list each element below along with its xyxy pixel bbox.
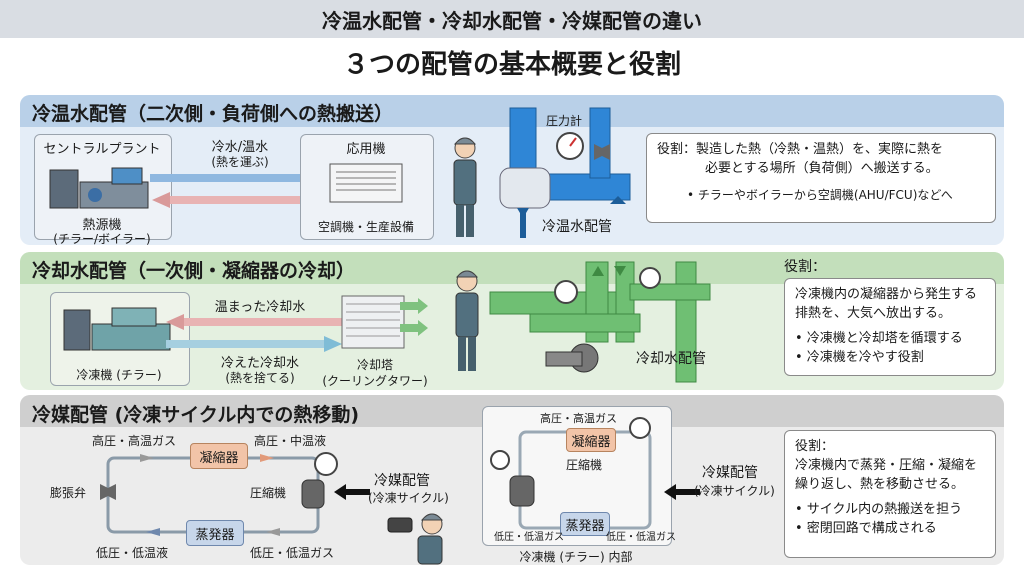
inner-evaporator-box: 蒸発器: [560, 512, 610, 536]
chilled-hot-role-line1: 役割：製造した熱（冷熱・温熱）を、実際に熱を: [657, 142, 944, 157]
chilled-hot-role-line2: 必要とする場所（負荷側）へ搬送する。: [705, 161, 939, 176]
chilled-hot-title: 冷温水配管（二次側・負荷側への熱搬送）: [32, 103, 394, 125]
chilled-hot-flow-sub: (熱を運ぶ): [211, 155, 269, 169]
worker3-icon: [387, 513, 444, 565]
refrigerant-role-bullet1: • サイクル内の熱搬送を担う: [795, 502, 963, 517]
evaporator-box: 蒸発器: [186, 520, 244, 546]
cooling-pipe-diagram: [489, 261, 711, 383]
chilled-hot-pipe-diagram: [499, 107, 631, 238]
expansion-valve-label: 膨張弁: [50, 486, 87, 500]
compressor-label: 圧縮機: [250, 486, 287, 500]
cooling-tower-sub: (クーリングタワー): [322, 374, 428, 388]
inner-condenser-box: 凝縮器: [566, 428, 616, 452]
cooling-role-box: 冷凍機内の凝縮器から発生する 排熱を、大気へ放出する。 • 冷凍機と冷却塔を循環…: [784, 278, 996, 376]
cooling-flow-arrows: [166, 314, 342, 352]
chiller-label: 冷凍機 (チラー): [76, 368, 162, 382]
inner-condenser-label: 凝縮器: [571, 434, 611, 450]
refrigerant-pipe2-label: 冷媒配管: [702, 465, 758, 481]
inner-hp-gas-label: 高圧・高温ガス: [540, 412, 617, 425]
warm-water-label: 温まった冷却水: [214, 300, 306, 315]
cooling-role-line1: 冷凍機内の凝縮器から発生する: [795, 287, 978, 302]
heat-source-sub: (チラー/ボイラー): [53, 232, 151, 246]
page-title: ３つの配管の基本概要と役割: [342, 50, 681, 80]
refrigerant-pipe-label: 冷媒配管: [374, 473, 430, 489]
chiller-machine-icon: [63, 307, 171, 351]
compressor-icon: [301, 452, 338, 509]
cooling-role-bullet1: • 冷凍機と冷却塔を循環する: [795, 331, 963, 346]
cooling-pipe-label: 冷却水配管: [636, 351, 706, 367]
lp-low-gas-label: 低圧・低温ガス: [250, 546, 335, 560]
cooling-title: 冷却水配管（一次側・凝縮器の冷却）: [32, 260, 356, 282]
cold-water-sub: (熱を捨てる): [225, 371, 295, 385]
lp-low-liquid-label: 低圧・低温液: [96, 546, 169, 560]
cooling-role-line2: 排熱を、大気へ放出する。: [795, 306, 952, 321]
hp-hot-gas-label: 高圧・高温ガス: [92, 434, 177, 448]
hp-mid-liquid-label: 高圧・中温液: [254, 434, 327, 448]
evaporator-label: 蒸発器: [195, 527, 235, 543]
cooling-role-bullet2: • 冷凍機を冷やす役割: [795, 350, 924, 365]
condenser-box: 凝縮器: [190, 443, 248, 469]
pressure-gauge-label: 圧力計: [546, 114, 583, 128]
refrigerant-pipe2-sub: (冷凍サイクル): [694, 484, 775, 498]
worker-icon: [453, 137, 477, 237]
pointer-arrow2-icon: [664, 484, 700, 500]
chilled-hot-pipe-label: 冷温水配管: [542, 219, 612, 235]
cooling-role-head: 役割：: [784, 259, 826, 275]
central-plant-label: セントラルプラント: [43, 142, 161, 157]
cooling-tower-label: 冷却塔: [356, 358, 393, 372]
inner-caption: 冷凍機 (チラー) 内部: [519, 550, 633, 564]
heat-source-label: 熱源機: [82, 218, 122, 233]
refrigerant-title: 冷媒配管 (冷凍サイクル内での熱移動): [32, 404, 360, 426]
refrigerant-pipe-sub: (冷凍サイクル): [368, 491, 449, 505]
air-handler-icon: [329, 163, 403, 203]
condenser-label: 凝縮器: [199, 450, 239, 466]
refrigerant-role-bullet2: • 密閉回路で構成される: [795, 521, 937, 536]
refrigerant-role-box: 役割： 冷凍機内で蒸発・圧縮・凝縮を 繰り返し、熱を移動させる。 • サイクル内…: [784, 430, 996, 558]
apply-unit-box: [300, 134, 434, 240]
inner-lp-left-label: 低圧・低温ガス: [494, 532, 564, 543]
apply-unit-label: 応用機: [346, 142, 386, 157]
chilled-hot-role-bullet: • チラーやボイラーから空調機(AHU/FCU)などへ: [687, 188, 953, 202]
heat-source-machine-icon: [49, 167, 149, 209]
apply-unit-sub: 空調機・生産設備: [317, 220, 414, 234]
inner-compressor-label: 圧縮機: [566, 458, 603, 472]
refrigerant-role-head: 役割：: [795, 439, 835, 454]
refrigerant-role-line2: 繰り返し、熱を移動させる。: [795, 477, 965, 492]
inner-lp-right-label: 低圧・低温ガス: [606, 532, 676, 543]
cold-water-label: 冷えた冷却水: [220, 356, 299, 371]
chilled-hot-role-box: 役割：製造した熱（冷熱・温熱）を、実際に熱を 必要とする場所（負荷側）へ搬送する…: [646, 133, 996, 223]
inner-evaporator-label: 蒸発器: [565, 518, 605, 534]
chilled-hot-flow-label: 冷水/温水: [211, 140, 269, 155]
refrigerant-role-line1: 冷凍機内で蒸発・圧縮・凝縮を: [795, 458, 978, 473]
worker2-icon: [455, 270, 479, 371]
top-banner: 冷温水配管・冷却水配管・冷媒配管の違い: [0, 0, 1024, 38]
pointer-arrow-icon: [334, 484, 370, 500]
cooling-tower-icon: [341, 295, 405, 349]
tower-airflow-arrows: [400, 298, 428, 336]
expansion-valve-icon: [100, 484, 116, 500]
banner-text: 冷温水配管・冷却水配管・冷媒配管の違い: [322, 8, 702, 33]
